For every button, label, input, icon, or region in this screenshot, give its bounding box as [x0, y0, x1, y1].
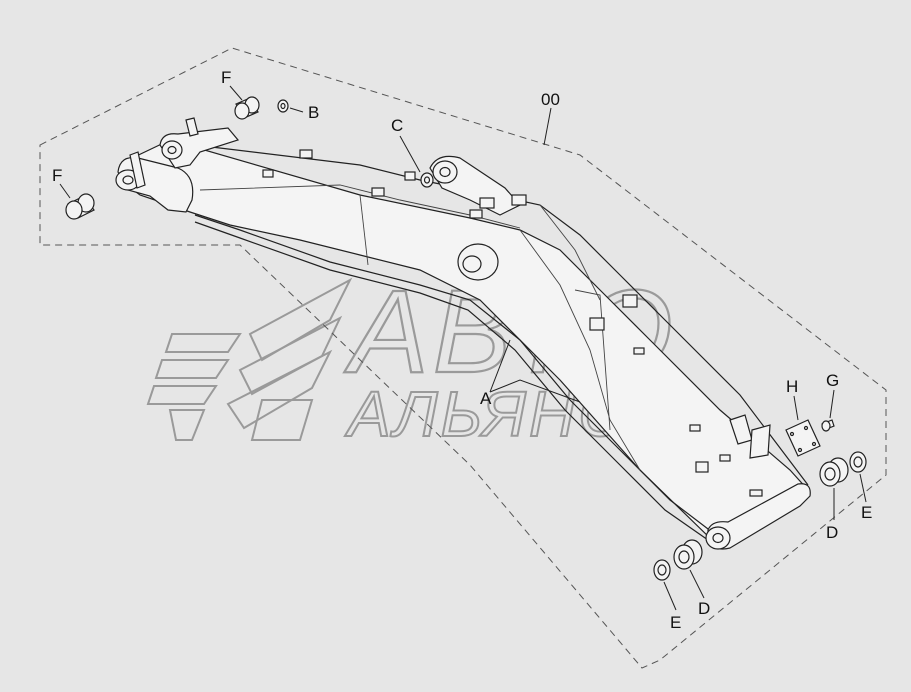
boom-seam [519, 229, 641, 471]
boom-clip [633, 347, 645, 355]
washer-e-bottom [653, 559, 671, 581]
side-boss-bore [462, 255, 482, 273]
boom-clip [719, 454, 731, 462]
boom-clip [689, 424, 701, 432]
boom-clip [622, 294, 638, 308]
callout-d-bottom: D [698, 599, 710, 618]
leader-h [793, 395, 799, 421]
boom-clip [479, 197, 495, 209]
bushing-d-bottom [673, 539, 703, 570]
boom-clip [511, 194, 527, 206]
boom-bottom-plate-edge [194, 221, 709, 541]
watermark-logo-chevron [238, 315, 343, 396]
rear-pivot-bore [122, 175, 134, 185]
boom-clip [404, 171, 416, 181]
watermark-logo [146, 277, 353, 441]
boom-clip [469, 209, 483, 219]
callout-e-right: E [861, 503, 872, 522]
watermark-logo-chevron [248, 277, 353, 362]
boom-clip [695, 461, 709, 473]
leader-e-bottom [663, 581, 677, 611]
callout-assembly: 00 [541, 90, 560, 109]
leader-arm [489, 339, 511, 393]
boom-clip [749, 489, 763, 497]
watermark-logo-stripe [164, 333, 242, 353]
leader-e-right [859, 473, 867, 503]
callout-f-upper: F [221, 68, 231, 87]
watermark-logo-chevron [226, 349, 333, 430]
leader-b [289, 107, 304, 113]
upper-rear-lug-bore [167, 145, 177, 155]
boom-clip [299, 149, 313, 159]
side-boss [457, 243, 499, 281]
front-pivot-boss [705, 526, 731, 550]
boom-arm [115, 117, 811, 550]
cylinder-bracket-bore [439, 166, 451, 178]
washer-c [420, 172, 434, 188]
watermark-logo-stripe [154, 359, 230, 379]
leader-c [399, 135, 421, 173]
callout-f-left: F [52, 166, 62, 185]
boom-clip [262, 169, 274, 178]
callout-h: H [786, 377, 798, 396]
cylinder-bracket-boss [432, 160, 458, 184]
front-pivot-bore [712, 532, 724, 544]
bushing-f-upper [234, 96, 260, 120]
leader-lines [59, 85, 867, 611]
callout-d-right: D [826, 523, 838, 542]
boom-clip [371, 187, 385, 197]
leader-g [829, 389, 835, 419]
watermark-logo-stripe [168, 409, 206, 441]
bushing-d-right [819, 457, 849, 487]
leader-assembly [543, 107, 552, 146]
callout-g: G [826, 371, 839, 390]
boom-clip [589, 317, 605, 331]
leader-f-upper [229, 85, 243, 101]
upper-rear-lug-tab [185, 117, 199, 137]
bolt-g [821, 419, 835, 432]
washer-b [277, 99, 289, 113]
watermark-logo-block [250, 399, 314, 441]
boom-bottom-plate [194, 214, 713, 533]
callout-e-bottom: E [670, 613, 681, 632]
assembly-boundary [39, 47, 887, 669]
watermark-logo-stripe [146, 385, 218, 405]
rear-pivot-tab [129, 151, 146, 189]
washer-e-right [849, 451, 867, 473]
tip-bracket [749, 424, 771, 459]
upper-rear-lug [159, 127, 240, 169]
boom-seam [359, 194, 369, 266]
boom-top-face [199, 184, 521, 229]
leader-arm-b [489, 379, 581, 403]
plate-h [785, 419, 821, 457]
callout-c: C [391, 116, 403, 135]
callout-arm: A [480, 389, 492, 408]
leader-f-left [59, 183, 71, 199]
boom-seam [574, 289, 611, 431]
upper-rear-lug-boss [161, 140, 183, 160]
bushing-f-left [65, 193, 95, 220]
boom-seam [539, 204, 601, 301]
leader-d-bottom [689, 569, 705, 599]
callout-b: B [308, 103, 319, 122]
